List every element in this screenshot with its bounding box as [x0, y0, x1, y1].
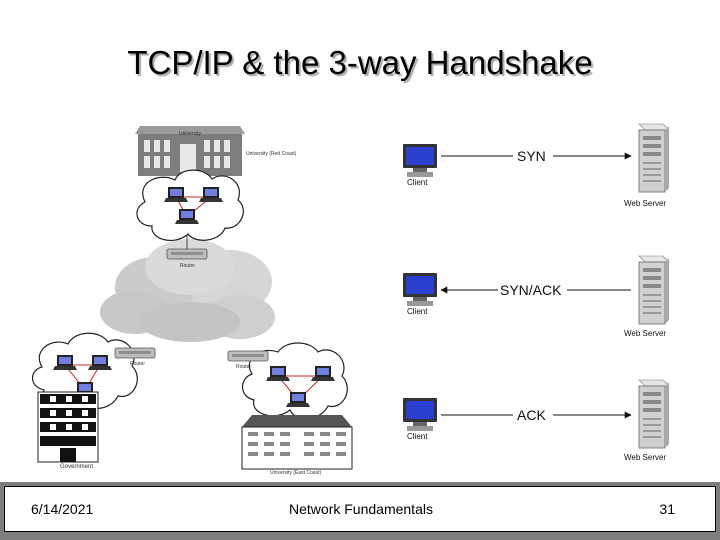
web-server-icon — [638, 379, 670, 449]
university-north-caption: University (Red Coast) — [246, 151, 297, 157]
footer-title: Network Fundamentals — [289, 501, 433, 517]
handshake-step-synack: Client SYN/ACK Web Server — [403, 255, 670, 338]
government-label: Government — [60, 464, 93, 470]
page-number: 31 — [659, 501, 675, 517]
slide-footer: 6/14/2021 Network Fundamentals 31 — [0, 482, 720, 540]
network-diagram: University University (Red Coast) Router… — [31, 126, 353, 476]
router-top-label: Router — [180, 263, 195, 269]
handshake-step-ack: Client ACK Web Server — [403, 379, 670, 462]
slide-title: TCP/IP & the 3-way Handshake — [127, 44, 593, 81]
university-south-caption: University (East Coast) — [270, 470, 321, 476]
university-north-building — [135, 126, 245, 176]
server-label: Web Server — [624, 453, 666, 462]
client-label: Client — [407, 432, 428, 441]
router-left — [114, 347, 156, 359]
lan-cloud-north — [136, 169, 244, 242]
university-north-label: University — [179, 131, 201, 137]
client-computer-icon — [403, 144, 437, 177]
footer-box: 6/14/2021 Network Fundamentals 31 — [4, 486, 716, 532]
server-label: Web Server — [624, 199, 666, 208]
handshake-diagram: Client SYN Web Server Client SYN/ACK Web… — [403, 123, 670, 462]
footer-date: 6/14/2021 — [31, 501, 94, 517]
message-label: SYN/ACK — [500, 282, 562, 298]
router-right-label: Router — [236, 364, 251, 370]
lan-cloud-east — [241, 342, 348, 420]
server-label: Web Server — [624, 329, 666, 338]
message-label: ACK — [517, 407, 546, 423]
handshake-step-syn: Client SYN Web Server — [403, 123, 670, 208]
client-label: Client — [407, 178, 428, 187]
client-computer-icon — [403, 273, 437, 306]
router-right — [227, 350, 269, 362]
web-server-icon — [638, 123, 670, 193]
university-south-building — [241, 415, 353, 470]
router-left-label: Router — [130, 361, 145, 367]
client-computer-icon — [403, 398, 437, 431]
web-server-icon — [638, 255, 670, 325]
government-building — [37, 391, 99, 463]
client-label: Client — [407, 307, 428, 316]
message-label: SYN — [517, 148, 546, 164]
router-top — [166, 248, 208, 260]
